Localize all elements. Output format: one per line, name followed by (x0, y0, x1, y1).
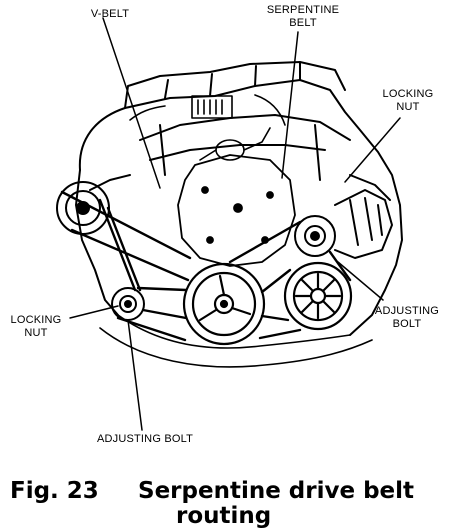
engine-base (99, 314, 373, 368)
timing-cover (177, 154, 296, 267)
label-adjusting-bolt-right-line1: ADJUSTING (374, 305, 440, 317)
alternator-pulley (294, 189, 393, 259)
intake-manifold (129, 94, 286, 161)
figure-title-line1: Serpentine drive belt (138, 478, 415, 504)
engine-block (75, 61, 403, 336)
leader-lines (69, 17, 401, 431)
label-locking-nut-left-line2: NUT (24, 327, 48, 339)
label-serpentine-belt-line1: SERPENTINE (266, 4, 340, 16)
figure-title-line2: routing (176, 503, 272, 529)
label-v-belt: V-BELT (90, 8, 130, 20)
idler-pulley-left (111, 287, 145, 321)
power-steering-pulley (56, 181, 110, 235)
label-adjusting-bolt-bottom: ADJUSTING BOLT (96, 433, 194, 445)
label-locking-nut-left-line1: LOCKING (10, 314, 62, 326)
label-locking-nut-top-line2: NUT (396, 101, 420, 113)
v-belt (60, 190, 192, 292)
label-serpentine-belt-line2: BELT (289, 17, 317, 29)
label-adjusting-bolt-right-line2: BOLT (392, 318, 422, 330)
label-locking-nut-top-line1: LOCKING (382, 88, 434, 100)
crankshaft-pulley (182, 262, 266, 346)
figure-number: Fig. 23 (10, 478, 99, 504)
water-pump-pulley (283, 261, 353, 331)
